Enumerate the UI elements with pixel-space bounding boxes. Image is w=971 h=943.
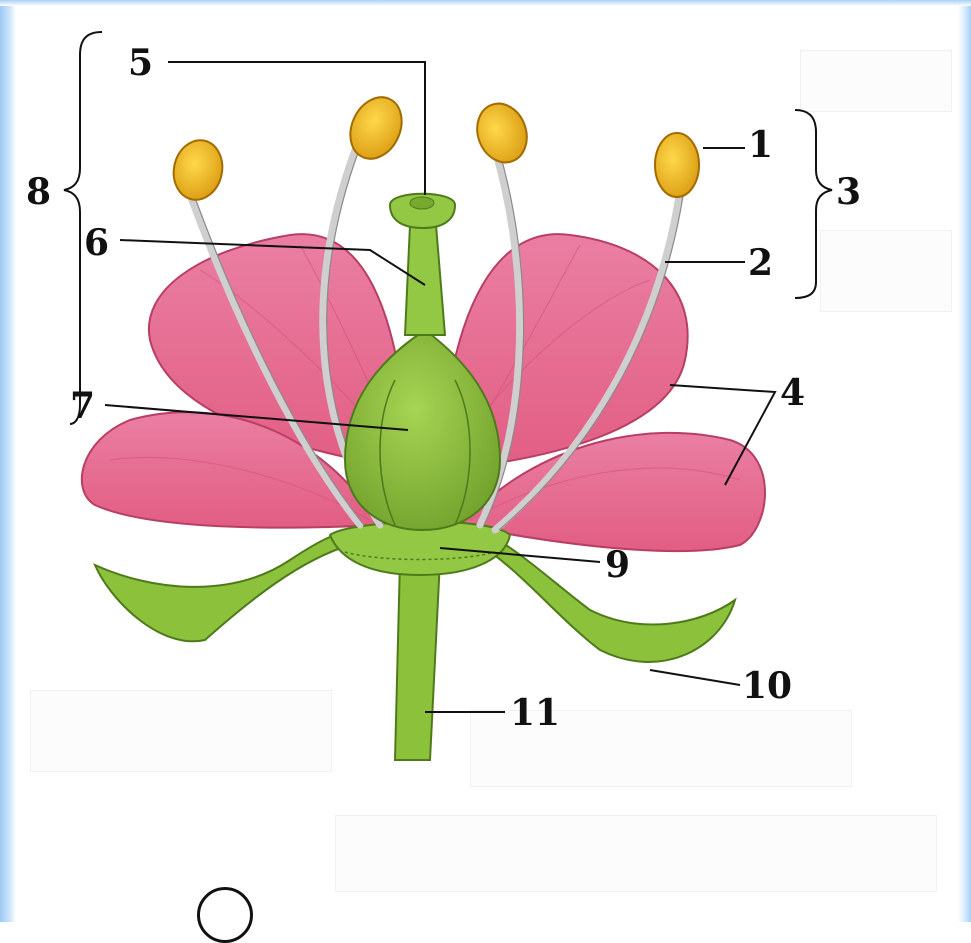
- sepal-left: [95, 530, 360, 641]
- bracket-3: [795, 110, 832, 298]
- label-2: 2: [748, 242, 773, 284]
- style: [405, 225, 445, 335]
- label-4: 4: [780, 372, 805, 414]
- label-10: 10: [742, 665, 792, 707]
- stem: [395, 560, 440, 760]
- anthers: [168, 89, 699, 204]
- label-9: 9: [605, 544, 630, 586]
- partial-circle-glyph: [197, 887, 253, 943]
- flower-diagram: 5 8 6 7 1 3 2 4 9 10 11: [0, 0, 971, 922]
- slide-canvas: 5 8 6 7 1 3 2 4 9 10 11: [0, 0, 971, 922]
- label-6: 6: [84, 222, 109, 264]
- label-8: 8: [26, 171, 51, 213]
- label-7: 7: [70, 385, 95, 427]
- label-11: 11: [510, 692, 560, 734]
- label-3: 3: [836, 171, 861, 213]
- label-5: 5: [128, 42, 153, 84]
- label-1: 1: [748, 124, 773, 166]
